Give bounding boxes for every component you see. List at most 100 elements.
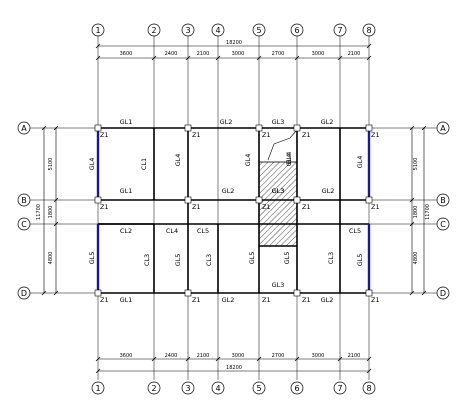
svg-text:A: A	[21, 124, 27, 133]
label-gl2-rowB: GL2	[222, 187, 235, 195]
bottom-span-dim-5: 2700	[272, 353, 285, 359]
svg-text:A: A	[440, 124, 446, 133]
svg-text:2: 2	[151, 384, 156, 393]
bottom-span-dim-4: 3000	[232, 353, 245, 359]
svg-text:B: B	[440, 196, 446, 205]
top-span-dim-7: 2100	[348, 51, 361, 57]
svg-text:3: 3	[185, 26, 190, 35]
label-gl2-rowD-right: GL2	[321, 296, 334, 304]
svg-text:4: 4	[215, 384, 220, 393]
svg-text:7: 7	[337, 26, 342, 35]
right-dimensions: 5100 1800 4800 11700	[409, 125, 431, 296]
svg-text:B: B	[21, 196, 27, 205]
top-span-dim-6: 3000	[312, 51, 325, 57]
column-row-A	[94, 124, 373, 132]
axis-bubble-right-A: A	[436, 121, 450, 135]
svg-text:3: 3	[185, 384, 190, 393]
axis-bubble-bottom-6: 6	[290, 381, 304, 395]
svg-text:1: 1	[95, 384, 100, 393]
label-z1-A8: Z1	[371, 131, 380, 139]
label-gl4-col5: GL4	[244, 154, 252, 167]
label-gl1-rowB: GL1	[120, 187, 133, 195]
svg-text:2: 2	[151, 26, 156, 35]
top-dim-ticks	[95, 43, 372, 61]
svg-text:6: 6	[294, 26, 299, 35]
axis-bubble-bottom-4: 4	[211, 381, 225, 395]
label-z1-D8: Z1	[371, 296, 380, 304]
svg-text:7: 7	[337, 384, 342, 393]
bottom-dimensions: 3600 2400 2100 3000 2700 3000 2100 18200	[95, 353, 372, 374]
svg-text:C: C	[440, 220, 446, 229]
label-cl3-col7: CL3	[327, 252, 335, 264]
opening-leader-line	[267, 129, 298, 161]
axis-bubble-top-5: 5	[252, 23, 266, 37]
axis-bubble-bottom-2: 2	[147, 381, 161, 395]
label-z1-D6: Z1	[302, 296, 311, 304]
top-span-dim-3: 2100	[197, 51, 210, 57]
label-cl3-col2: CL3	[143, 254, 151, 266]
axis-bubble-right-D: D	[436, 286, 450, 300]
top-total-dim: 18200	[226, 40, 242, 46]
label-gl4-col1: GL4	[88, 158, 96, 171]
axis-bubbles-left: A B C D	[17, 121, 31, 300]
column-row-D	[94, 289, 373, 297]
label-gl4-col6: GL4	[285, 154, 293, 167]
svg-text:8: 8	[366, 384, 371, 393]
right-dim-total: 11700	[425, 204, 431, 220]
label-z1-A1: Z1	[100, 131, 109, 139]
label-cl4: CL4	[166, 227, 178, 235]
svg-text:D: D	[440, 289, 446, 298]
label-gl3-rowA: GL3	[272, 118, 285, 126]
axis-bubbles-bottom: 1 2 3 4 5 6 7 8	[91, 381, 376, 395]
bottom-span-dim-6: 3000	[312, 353, 325, 359]
svg-text:5: 5	[256, 384, 261, 393]
label-gl2-rowA-right: GL2	[321, 118, 334, 126]
svg-text:1: 1	[95, 26, 100, 35]
beams	[96, 127, 371, 294]
axis-bubble-top-7: 7	[333, 23, 347, 37]
label-cl5-left: CL5	[197, 227, 209, 235]
label-gl1-rowA: GL1	[120, 118, 133, 126]
beam-labels: GL1 GL2 GL3 GL2 Z1 Z1 Z1 Z1 Z1 GL4 CL1 G…	[88, 118, 380, 304]
axis-bubble-left-C: C	[17, 217, 31, 231]
hatched-opening-lower	[258, 223, 298, 247]
label-gl5-col5: GL5	[248, 252, 256, 265]
label-z1-D3: Z1	[192, 296, 201, 304]
left-dim-2: 1800	[48, 206, 54, 219]
label-gl4-col8: GL4	[356, 156, 364, 169]
label-cl5-right: CL5	[349, 227, 361, 235]
svg-text:8: 8	[366, 26, 371, 35]
label-cl3-col4: CL3	[205, 254, 213, 266]
axis-bubble-left-A: A	[17, 121, 31, 135]
svg-text:C: C	[21, 220, 27, 229]
label-cl1: CL1	[140, 158, 148, 170]
label-gl3-rowB: GL3	[272, 187, 285, 195]
label-gl4-hatch: GL4	[285, 152, 293, 165]
axis-bubble-top-2: 2	[147, 23, 161, 37]
svg-text:4: 4	[215, 26, 220, 35]
axis-bubble-bottom-8: 8	[362, 381, 376, 395]
label-z1-A6: Z1	[302, 131, 311, 139]
bottom-span-dim-1: 3600	[120, 353, 133, 359]
right-dim-3: 4800	[413, 252, 419, 265]
label-z1-A5: Z1	[262, 131, 271, 139]
label-z1-B6: Z1	[302, 203, 311, 211]
axis-bubble-left-D: D	[17, 286, 31, 300]
axis-bubbles-top: 1 2 3 4 5 6 7 8	[91, 23, 376, 37]
label-z1-B5: Z1	[262, 203, 271, 211]
axis-bubble-top-4: 4	[211, 23, 225, 37]
axis-bubble-right-C: C	[436, 217, 450, 231]
svg-text:5: 5	[256, 26, 261, 35]
bottom-span-dim-2: 2400	[165, 353, 178, 359]
label-z1-D5: Z1	[262, 296, 271, 304]
label-z1-B1: Z1	[100, 203, 109, 211]
axis-bubble-top-8: 8	[362, 23, 376, 37]
axis-bubble-right-B: B	[436, 193, 450, 207]
right-dim-1: 5100	[413, 158, 419, 171]
column-markers	[94, 124, 373, 297]
top-span-dim-2: 2400	[165, 51, 178, 57]
label-z1-D1: Z1	[100, 296, 109, 304]
label-z1-A3: Z1	[192, 131, 201, 139]
label-gl2-rowD: GL2	[222, 296, 235, 304]
